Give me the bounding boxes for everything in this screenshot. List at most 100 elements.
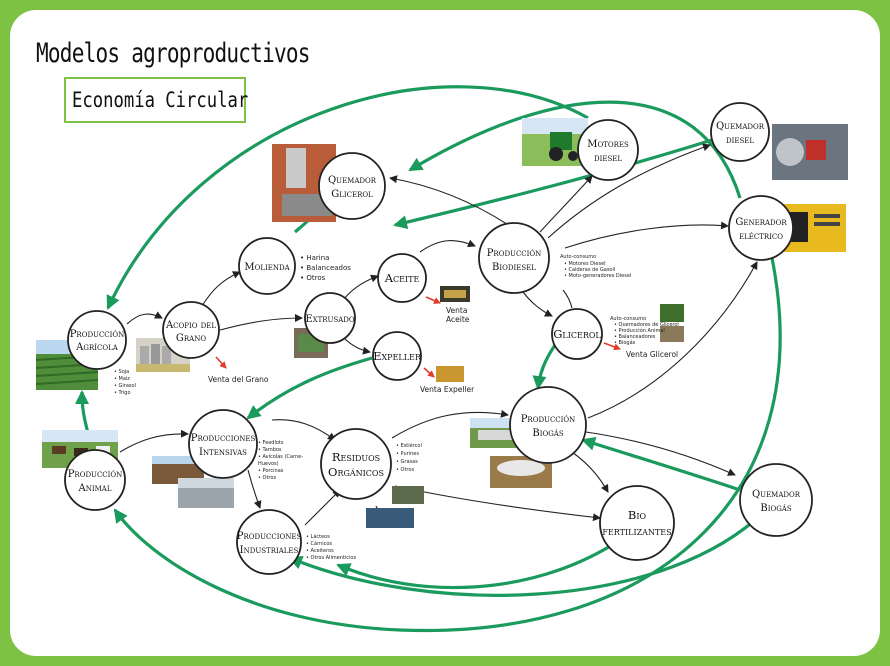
arrow-biogas-to-quemador-biogas (585, 431, 736, 476)
label-expeller: Expeller (373, 349, 422, 363)
photo-plant-glicerol (272, 144, 336, 222)
list-biodiesel-item: • Calderas de Gasoil (564, 267, 615, 273)
page-title: Modelos agroproductivos (36, 38, 310, 69)
node-quemador-biogas (739, 463, 813, 537)
photo-aceite (440, 286, 470, 302)
node-biofertilizantes (599, 485, 675, 561)
label-residuos-1: Residuos (332, 450, 380, 464)
slide-frame: Modelos agroproductivos Economía Circula… (10, 10, 880, 656)
venta-glicerol: Venta Glicerol (626, 350, 678, 359)
list-intensivas-item: • Avícolas (Carne- (258, 453, 303, 460)
list-molienda-item: • Balanceados (300, 264, 351, 272)
list-glicerol-autoconsumo: Auto-consumo • Quemadores de Glicerol • … (610, 316, 679, 346)
node-residuos (320, 428, 392, 500)
green-arrow-quemador-biogas-to-biogas (581, 436, 741, 492)
circular-economy-diagram: Producción Agrícola Acopio del Grano Mol… (35, 85, 848, 633)
label-biodiesel-2: Biodiesel (492, 262, 536, 273)
label-biogas-1: Producción (521, 414, 576, 425)
list-intensivas-item: Huevos) (258, 461, 279, 467)
photo-residuos-1 (392, 486, 424, 504)
red-arrow-venta-expeller (423, 367, 435, 378)
label-industriales-1: Producciones (237, 531, 302, 542)
list-intensivas-item: • Porcinas (258, 468, 284, 474)
label-biofertilizantes-2: fertilizantes (602, 524, 671, 538)
node-glicerol (551, 308, 603, 360)
photo-boiler (772, 124, 848, 180)
green-arrow-expeller-to-intensivas (246, 356, 373, 420)
node-producciones-intensivas (188, 409, 258, 479)
node-expeller (372, 331, 422, 381)
venta-aceite-2: Aceite (446, 315, 470, 324)
label-acopio-1: Acopio del (165, 320, 216, 331)
node-produccion-biodiesel (478, 222, 550, 294)
node-producciones-industriales (236, 509, 302, 575)
arrow-acopio-to-molienda (201, 271, 241, 307)
label-produccion-agricola-1: Producción (70, 329, 125, 340)
list-agricola-item: • Girasol (114, 383, 136, 389)
label-aceite: Aceite (384, 271, 420, 285)
arrow-agricola-to-acopio (126, 311, 163, 325)
label-quemador-glicerol-2: Glicerol (331, 189, 373, 200)
green-loop-quemador-biogas-to-industriales (288, 518, 757, 597)
green-loop-biofertilizantes-to-industriales-2 (336, 543, 613, 590)
list-residuos-item: • Grasas (396, 459, 418, 465)
list-residuos-item: • Otros (396, 467, 414, 473)
list-agricola: • Soja • Maíz • Girasol • Trigo (114, 369, 136, 396)
label-quemador-biogas-1: Quemador (752, 489, 801, 500)
list-agricola-item: • Soja (114, 369, 129, 375)
list-intensivas-item: • Feedlots (258, 440, 284, 446)
arrow-biodiesel-to-quemador-diesel (547, 143, 711, 239)
label-glicerol: Glicerol (553, 327, 601, 341)
node-quemador-diesel (710, 102, 770, 162)
node-extrusado (304, 292, 356, 344)
arrow-extrusado-to-aceite (341, 274, 379, 303)
list-intensivas-item: • Otros (258, 475, 276, 481)
label-motores-diesel-2: diesel (594, 153, 622, 164)
list-industriales: • Lácteos • Cárnicos • Aceiteros • Otros… (306, 533, 356, 561)
red-arrow-venta-glicerol (603, 342, 621, 351)
label-intensivas-2: Intensivas (199, 447, 247, 458)
arrow-animal-to-intensivas (119, 429, 189, 453)
list-agricola-item: • Trigo (114, 390, 131, 396)
label-biogas-2: Biogás (532, 428, 563, 439)
photo-residuos-2 (366, 508, 414, 528)
node-acopio (162, 301, 220, 359)
green-loop-generador-to-quemador-glicerol (408, 100, 742, 199)
label-acopio-2: Grano (176, 333, 206, 344)
list-glicerol-item: Auto-consumo (610, 316, 646, 322)
photo-expeller (436, 366, 464, 382)
node-produccion-agricola (67, 310, 127, 370)
photo-placeholders (35, 118, 848, 528)
node-aceite (377, 253, 427, 303)
list-glicerol-item: • Quemadores de Glicerol (614, 322, 679, 328)
label-quemador-glicerol-1: Quemador (328, 175, 377, 186)
subtitle-box: Economía Circular (64, 77, 248, 123)
list-molienda-item: • Harina (300, 254, 329, 262)
arrow-biogas-to-generador (587, 261, 758, 419)
green-arrow-glicerol-to-biogas (532, 344, 557, 390)
green-loop-generador-to-animal (113, 257, 782, 633)
label-motores-diesel-1: Motores (587, 139, 629, 150)
arrow-intensivas-to-industriales (247, 469, 262, 509)
arrow-residuos-to-biogas (391, 409, 509, 439)
list-agricola-item: • Maíz (114, 375, 130, 382)
node-produccion-animal (64, 449, 126, 511)
arrow-biodiesel-to-generador (564, 221, 729, 249)
photo-silos (136, 338, 190, 372)
label-industriales-2: Industriales (240, 545, 299, 556)
list-intensivas-item: • Tambos (258, 447, 282, 453)
arrow-aceite-to-biodiesel (419, 239, 476, 253)
node-molienda (238, 237, 296, 295)
green-loop-motores-to-agricola (106, 85, 589, 310)
node-quemador-glicerol (318, 152, 386, 220)
label-produccion-agricola-2: Agrícola (75, 342, 119, 353)
label-biofertilizantes-1: Bio (628, 508, 647, 522)
label-produccion-animal-2: Animal (78, 483, 112, 494)
red-arrow-venta-aceite (425, 296, 441, 304)
label-quemador-biogas-2: Biogás (760, 503, 791, 514)
list-biodiesel-item: • Motores Diesel (564, 261, 606, 267)
node-generador (728, 195, 794, 261)
list-industriales-item: • Aceiteros (306, 548, 334, 554)
list-biodiesel-item: • Moto-generadores Diesel (564, 273, 631, 279)
list-molienda: • Harina • Balanceados • Otros (300, 254, 351, 282)
